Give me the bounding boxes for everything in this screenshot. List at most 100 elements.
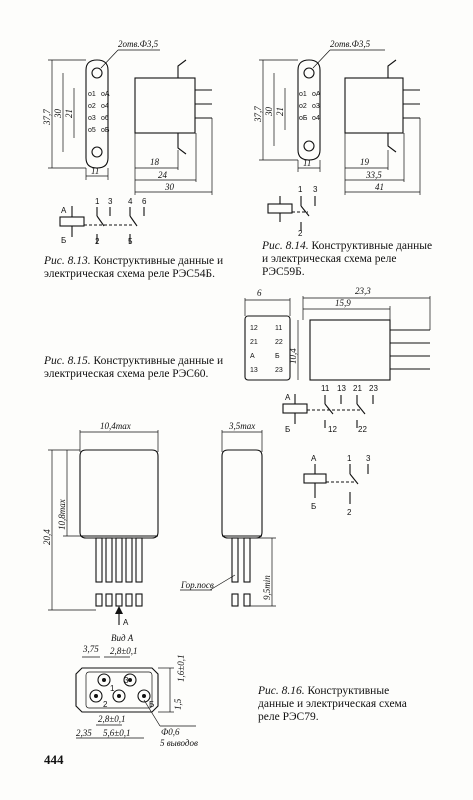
pin-label: о6 xyxy=(101,115,109,122)
dim-h-total-814: 37,7 xyxy=(253,106,263,123)
coil-816 xyxy=(303,473,327,484)
pin-label: о4 xyxy=(101,103,109,110)
pin-label: о4 xyxy=(312,115,320,122)
fig-816-drawing: 10,4max А 20,4 10,8max xyxy=(42,421,371,748)
dim-w-18-813: 18 xyxy=(150,157,160,167)
contact-label: 13 xyxy=(337,384,346,393)
dim-h-95min-816: 9,5min xyxy=(262,575,272,600)
pin-label: 11 xyxy=(275,325,282,332)
pin-label: о2 xyxy=(88,103,96,110)
contact-label: 11 xyxy=(321,384,330,393)
fig-813-drawing: 2отв.Ф3,5 о1 оА о2 о4 о3 о6 о5 оБ 37,7 3… xyxy=(42,39,213,246)
view-a-base xyxy=(75,667,159,713)
coil-terminal-b: Б xyxy=(61,236,66,245)
caption-text: Конструктивные данные и электрическая сх… xyxy=(44,255,224,280)
dim-w-104max-816: 10,4max xyxy=(100,421,131,431)
view-a-label: Вид А xyxy=(111,633,134,643)
caption-number: Рис. 8.13. xyxy=(44,255,91,267)
dim-15-816: 1,5 xyxy=(173,698,183,710)
mount-hole-bottom-813 xyxy=(91,146,103,158)
pin-label: оА xyxy=(312,91,321,98)
label-gor-pos: Гор.посв xyxy=(180,580,214,590)
caption-fig-816: Рис. 8.16. Конструктивные данные и элект… xyxy=(258,685,408,724)
relay-front-816 xyxy=(79,449,159,539)
contact-label: 2 xyxy=(298,229,303,238)
coil-813 xyxy=(59,216,85,227)
relay-side-815 xyxy=(309,319,391,381)
caption-number: Рис. 8.16. xyxy=(258,685,305,697)
dim-28a-816: 2,8±0,1 xyxy=(110,646,137,656)
contact-label: 5 xyxy=(128,237,133,246)
dim-h-total-813: 37,7 xyxy=(42,109,52,126)
dim-h-21-814: 21 xyxy=(275,107,285,116)
caption-fig-813: Рис. 8.13. Конструктивные данные и элект… xyxy=(44,255,224,281)
caption-number: Рис. 8.15. xyxy=(44,355,91,367)
dim-h-30-814: 30 xyxy=(264,107,274,118)
caption-text: Конструктивные данные и электрическая сх… xyxy=(44,355,224,380)
pin-label: оБ xyxy=(101,127,110,134)
contact-label: 3 xyxy=(108,197,113,206)
pin-label: 1 xyxy=(110,684,115,693)
dim-w-11-814: 11 xyxy=(303,158,311,168)
pin-label: 13 xyxy=(250,367,258,374)
contact-label: 12 xyxy=(328,425,337,434)
view-arrow-a: А xyxy=(123,618,129,627)
dim-16-816: 1,6±0,1 xyxy=(176,655,186,682)
caption-fig-815: Рис. 8.15. Конструктивные данные и элект… xyxy=(44,355,259,381)
pin-label: 22 xyxy=(275,339,283,346)
contact-label: 2 xyxy=(95,237,100,246)
contact-label: 1 xyxy=(298,185,303,194)
caption-text: Конструктивные данные и электрическая сх… xyxy=(262,240,433,278)
pin-label: о2 xyxy=(299,103,307,110)
dim-h-104-815: 10,4 xyxy=(288,348,298,364)
pins-count-816: 5 выводов xyxy=(160,738,198,748)
coil-815 xyxy=(282,403,308,414)
dim-w-335-814: 33,5 xyxy=(365,170,382,180)
contact-label: 1 xyxy=(95,197,100,206)
pin-label: 21 xyxy=(250,339,258,346)
fig-814-drawing: 2отв.Ф3,5 о1 оА о2 о3 оБ о4 37,7 30 21 1… xyxy=(253,39,421,238)
dim-56-816: 5,6±0,1 xyxy=(103,728,130,738)
pin-label: оА xyxy=(101,91,110,98)
coil-terminal-a: А xyxy=(285,393,291,402)
contact-label: 6 xyxy=(142,197,147,206)
pin-label: 2 xyxy=(103,700,108,709)
dim-375-816: 3,75 xyxy=(82,644,99,654)
contact-label: 2 xyxy=(347,508,352,517)
mount-plate-814 xyxy=(297,59,321,161)
dim-28b-816: 2,8±0,1 xyxy=(98,714,125,724)
dim-w-159-815: 15,9 xyxy=(335,298,351,308)
contact-label: 23 xyxy=(369,384,378,393)
dim-w-233-815: 23,3 xyxy=(355,286,371,296)
coil-terminal-a: А xyxy=(61,206,67,215)
coil-terminal-b: Б xyxy=(285,425,290,434)
pin-label: 23 xyxy=(275,367,283,374)
contact-label: 21 xyxy=(353,384,362,393)
relay-body-side-814 xyxy=(344,77,404,134)
pin-label: Б xyxy=(275,353,280,360)
dim-h-21-813: 21 xyxy=(64,109,74,118)
dim-w-6-815: 6 xyxy=(257,288,262,298)
relay-front-815 xyxy=(244,315,291,381)
pin-label: оБ xyxy=(299,115,308,122)
mount-hole-top-813 xyxy=(91,67,103,79)
hole-label-814: 2отв.Ф3,5 xyxy=(330,39,371,49)
pin-label: 12 xyxy=(250,325,258,332)
pin-label: о5 xyxy=(88,127,96,134)
page-number: 444 xyxy=(44,752,64,767)
pin-label: о3 xyxy=(88,115,96,122)
pin-label: о1 xyxy=(299,91,307,98)
pin-label: А xyxy=(250,353,255,360)
relay-body-side-813 xyxy=(134,77,196,134)
dim-w-30-813: 30 xyxy=(164,182,175,192)
dim-h-30-813: 30 xyxy=(53,109,63,120)
dim-h-204-816: 20,4 xyxy=(42,529,52,545)
fig-815-drawing: 6 12 11 21 22 А Б 13 23 23,3 15,9 10,4 xyxy=(244,286,431,434)
pin-label: о1 xyxy=(88,91,96,98)
dim-w-11-813: 11 xyxy=(91,166,99,176)
coil-terminal-b: Б xyxy=(311,502,316,511)
pin-label: 3 xyxy=(124,676,129,685)
contact-label: 22 xyxy=(358,425,367,434)
caption-number: Рис. 8.14. xyxy=(262,240,309,252)
